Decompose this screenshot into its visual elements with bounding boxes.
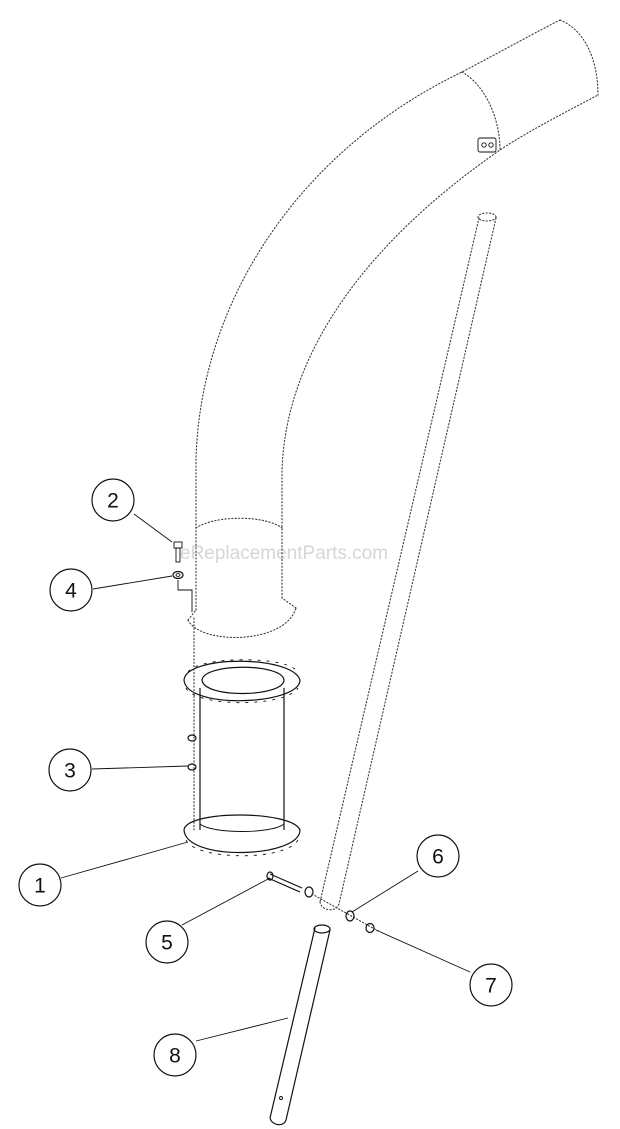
lock-nut <box>365 922 375 934</box>
svg-text:3: 3 <box>64 760 76 783</box>
chute-adapter <box>183 659 301 857</box>
discharge-chute <box>187 19 599 639</box>
washer <box>172 570 193 612</box>
callout-8: 8 <box>153 1033 197 1077</box>
callout-3: 3 <box>48 748 92 792</box>
pivot-bolt <box>266 871 381 933</box>
callout-4: 4 <box>49 568 93 612</box>
watermark: eReplacementParts.com <box>180 543 388 564</box>
callout-5: 5 <box>145 920 189 964</box>
spacer-washer <box>345 910 355 922</box>
svg-text:8: 8 <box>169 1045 181 1068</box>
nut <box>187 734 197 771</box>
svg-text:4: 4 <box>65 580 77 603</box>
callout-6: 6 <box>416 834 460 878</box>
leader-lines <box>60 513 471 1042</box>
bolt <box>173 541 183 563</box>
chute-bracket <box>477 137 497 153</box>
svg-text:1: 1 <box>34 875 46 898</box>
rod <box>269 924 331 1126</box>
svg-text:7: 7 <box>485 975 497 998</box>
svg-text:5: 5 <box>161 932 173 955</box>
svg-text:6: 6 <box>432 846 444 869</box>
deflector-rod <box>319 212 497 911</box>
callout-1: 1 <box>18 863 62 907</box>
svg-text:2: 2 <box>107 490 119 513</box>
callout-2: 2 <box>91 478 135 522</box>
callout-7: 7 <box>469 963 513 1007</box>
